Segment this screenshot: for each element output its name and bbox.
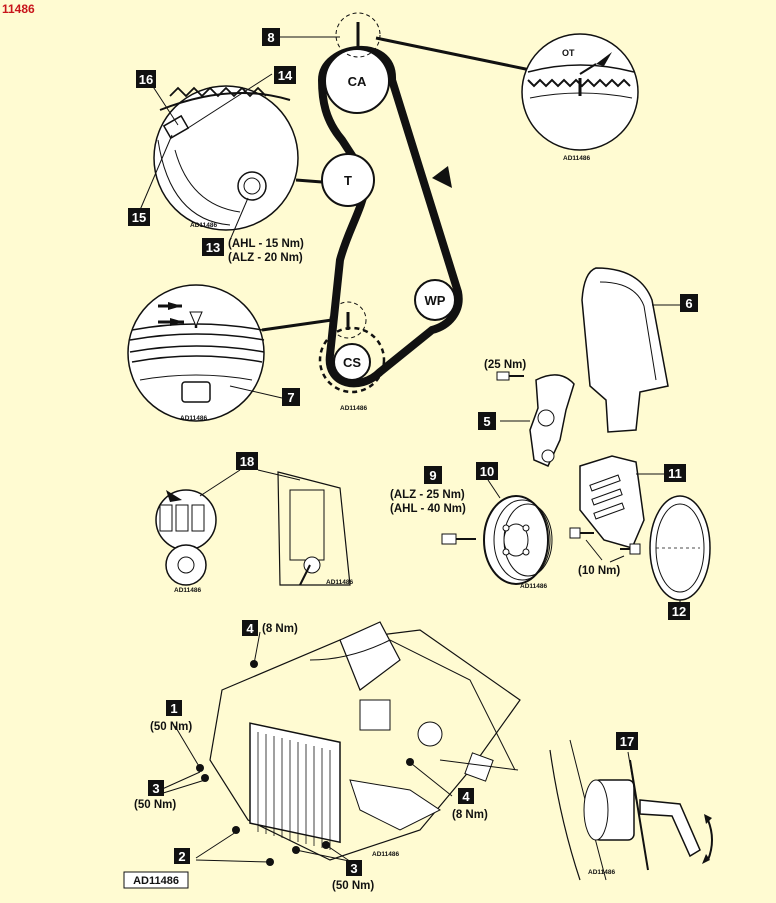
svg-text:1: 1 bbox=[170, 701, 177, 716]
ot-label: OT bbox=[562, 48, 575, 58]
callout-16: 16 bbox=[136, 70, 156, 88]
callout-7: 7 bbox=[282, 388, 300, 406]
svg-text:15: 15 bbox=[132, 210, 146, 225]
torque-lock-carrier-top: (8 Nm) bbox=[262, 623, 298, 635]
torque-lock-carrier-right: (8 Nm) bbox=[452, 809, 488, 821]
camshaft-pulley bbox=[324, 48, 390, 114]
drawing-code: AD11486 bbox=[520, 583, 547, 590]
belt-layout: CA T WP CS AD11486 bbox=[317, 12, 463, 412]
water-pump-pulley bbox=[414, 279, 456, 321]
camshaft-pulley-label: CA bbox=[348, 74, 367, 89]
callout-3-left: 3 bbox=[148, 780, 164, 796]
svg-text:2: 2 bbox=[178, 849, 185, 864]
drawing-code: AD11486 bbox=[180, 415, 207, 422]
drawing-code-box: AD11486 bbox=[123, 871, 189, 889]
leader-line bbox=[261, 318, 333, 332]
leader-line bbox=[295, 178, 323, 184]
callout-13: 13 bbox=[202, 238, 224, 256]
drawing-code: AD11486 bbox=[372, 851, 399, 858]
svg-text:12: 12 bbox=[672, 604, 686, 619]
callout-4-top: 4 bbox=[242, 620, 258, 636]
svg-text:4: 4 bbox=[462, 789, 470, 804]
vibration-damper: AD11486 bbox=[441, 479, 553, 590]
svg-text:14: 14 bbox=[278, 68, 293, 83]
counter-hold-tool-inset: AD11486 bbox=[549, 739, 713, 881]
callout-4-right: 4 bbox=[458, 788, 474, 804]
svg-text:16: 16 bbox=[139, 72, 153, 87]
svg-text:3: 3 bbox=[152, 781, 159, 796]
callout-5: 5 bbox=[478, 412, 496, 430]
callout-6: 6 bbox=[680, 294, 698, 312]
drawing-code-label: AD11486 bbox=[133, 875, 179, 887]
svg-text:9: 9 bbox=[429, 468, 436, 483]
radiator-lock-carrier: AD11486 bbox=[159, 621, 521, 866]
drawing-code: AD11486 bbox=[588, 869, 615, 876]
torque-bolt-3-bottom: (50 Nm) bbox=[332, 880, 374, 892]
cam-timing-inset: OT AD11486 bbox=[521, 33, 639, 162]
torque-tensioner-alz: (ALZ - 20 Nm) bbox=[228, 252, 303, 264]
leader-line bbox=[375, 36, 541, 74]
svg-text:18: 18 bbox=[240, 454, 254, 469]
svg-text:8: 8 bbox=[267, 30, 274, 45]
lower-belt-cover bbox=[569, 455, 664, 563]
callout-8: 8 bbox=[262, 28, 340, 46]
water-pump-pulley-label: WP bbox=[425, 293, 446, 308]
torque-tensioner-ahl: (AHL - 15 Nm) bbox=[228, 238, 304, 250]
torque-cover-bolts: (10 Nm) bbox=[578, 565, 620, 577]
drawing-code: AD11486 bbox=[174, 587, 201, 594]
reference-code: 11486 bbox=[2, 2, 35, 16]
torque-damper-alz: (ALZ - 25 Nm) bbox=[390, 489, 465, 501]
timing-belt bbox=[317, 45, 463, 388]
callout-12: 12 bbox=[668, 602, 690, 620]
tensioner-pulley-label: T bbox=[344, 173, 352, 188]
svg-text:6: 6 bbox=[685, 296, 692, 311]
crankshaft-pulley-label: CS bbox=[343, 355, 361, 370]
torque-damper-ahl: (AHL - 40 Nm) bbox=[390, 503, 466, 515]
svg-text:13: 13 bbox=[206, 240, 220, 255]
svg-text:17: 17 bbox=[620, 734, 634, 749]
drawing-code: AD11486 bbox=[563, 155, 590, 162]
svg-text:4: 4 bbox=[246, 621, 254, 636]
torque-bolt-1: (50 Nm) bbox=[150, 721, 192, 733]
drawing-code: AD11486 bbox=[326, 579, 353, 586]
drawing-code: AD11486 bbox=[340, 405, 367, 412]
callout-10: 10 bbox=[476, 462, 498, 480]
svg-text:11: 11 bbox=[668, 466, 682, 481]
callout-3-bottom: 3 bbox=[346, 860, 362, 876]
callout-9: 9 bbox=[424, 466, 442, 484]
callout-15: 15 bbox=[128, 208, 150, 226]
callout-1: 1 bbox=[166, 700, 182, 716]
upper-belt-cover bbox=[581, 267, 680, 433]
crankshaft-mark-inset: AD11486 bbox=[127, 284, 283, 422]
svg-text:7: 7 bbox=[287, 390, 294, 405]
camshaft-lock-inset: AD11486 AD11486 bbox=[155, 469, 353, 594]
svg-text:5: 5 bbox=[483, 414, 490, 429]
crankshaft-seal-plate bbox=[649, 495, 711, 604]
torque-bracket-bolt: (25 Nm) bbox=[484, 359, 526, 371]
crankshaft-pulley bbox=[333, 343, 371, 381]
callout-17: 17 bbox=[616, 732, 638, 750]
rotation-direction-arrow bbox=[432, 166, 452, 188]
callout-14: 14 bbox=[274, 66, 296, 84]
drawing-code: AD11486 bbox=[190, 222, 217, 229]
tensioner-inset: AD11486 bbox=[139, 73, 299, 241]
camshaft-mark-circle bbox=[335, 12, 381, 58]
callout-11: 11 bbox=[664, 464, 686, 482]
svg-text:3: 3 bbox=[350, 861, 357, 876]
callout-18: 18 bbox=[236, 452, 258, 470]
svg-text:10: 10 bbox=[480, 464, 494, 479]
callout-2: 2 bbox=[174, 848, 190, 864]
tensioner-pulley bbox=[321, 153, 375, 207]
torque-bolt-3-left: (50 Nm) bbox=[134, 799, 176, 811]
tensioner-bracket bbox=[496, 371, 575, 467]
crankshaft-dashed-ring bbox=[318, 326, 386, 394]
